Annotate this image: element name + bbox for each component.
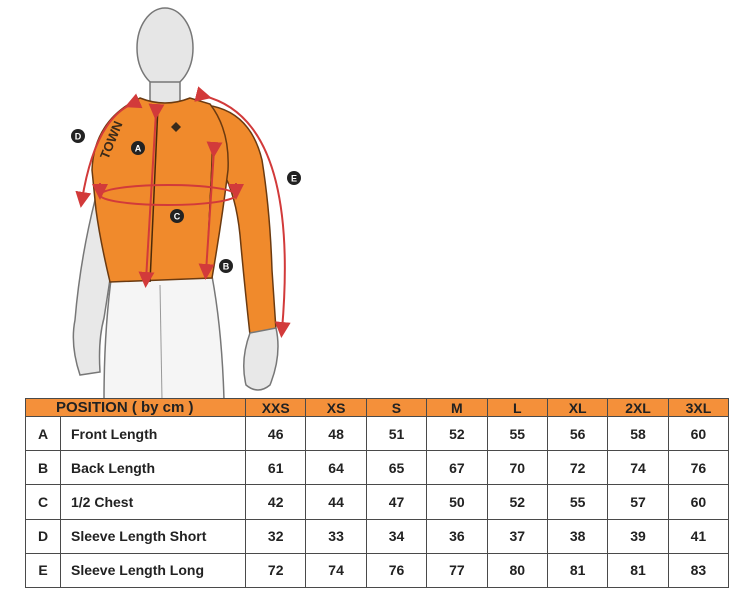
value-cell: 83	[667, 552, 730, 589]
value-cell: 33	[305, 518, 367, 554]
value-cell: 56	[546, 415, 609, 452]
value-cell: 72	[546, 450, 609, 486]
table-row: B Back Length 61 64 65 67 70 72 74 76	[25, 450, 730, 486]
table-row: E Sleeve Length Long 72 74 76 77 80 81 8…	[25, 552, 730, 589]
value-cell: 55	[546, 484, 609, 520]
svg-text:D: D	[75, 132, 82, 142]
row-letter: D	[25, 518, 61, 554]
value-cell: 60	[667, 415, 730, 452]
value-cell: 39	[607, 518, 669, 554]
value-cell: 67	[426, 450, 488, 486]
value-cell: 52	[426, 415, 488, 452]
svg-text:E: E	[291, 174, 297, 184]
value-cell: 41	[667, 518, 730, 554]
value-cell: 74	[607, 450, 669, 486]
value-cell: 58	[607, 415, 669, 452]
value-cell: 80	[486, 552, 548, 589]
svg-text:A: A	[135, 144, 142, 154]
table-row: D Sleeve Length Short 32 33 34 36 37 38 …	[25, 518, 730, 554]
value-cell: 65	[365, 450, 428, 486]
size-header: XXS	[244, 398, 307, 417]
value-cell: 50	[426, 484, 488, 520]
value-cell: 72	[244, 552, 307, 589]
measurement-arrows	[75, 86, 291, 338]
marker-b: B	[219, 259, 233, 273]
row-name: Sleeve Length Short	[60, 518, 246, 554]
size-header: XL	[546, 398, 609, 417]
value-cell: 60	[667, 484, 730, 520]
value-cell: 57	[607, 484, 669, 520]
value-cell: 76	[667, 450, 730, 486]
row-letter: C	[25, 484, 61, 520]
value-cell: 81	[546, 552, 609, 589]
value-cell: 47	[365, 484, 428, 520]
value-cell: 52	[486, 484, 548, 520]
row-name: Front Length	[60, 415, 246, 452]
size-header: 2XL	[607, 398, 669, 417]
value-cell: 32	[244, 518, 307, 554]
value-cell: 42	[244, 484, 307, 520]
jersey-figure-illustration: TOWN D A C	[71, 7, 301, 400]
svg-text:C: C	[174, 212, 181, 222]
value-cell: 81	[607, 552, 669, 589]
mannequin-pants	[103, 271, 225, 400]
size-header: M	[426, 398, 488, 417]
marker-e: E	[287, 171, 301, 185]
value-cell: 44	[305, 484, 367, 520]
row-name: Back Length	[60, 450, 246, 486]
row-name: 1/2 Chest	[60, 484, 246, 520]
row-letter: E	[25, 552, 61, 589]
value-cell: 74	[305, 552, 367, 589]
size-header: XS	[305, 398, 367, 417]
value-cell: 36	[426, 518, 488, 554]
size-header: L	[486, 398, 548, 417]
value-cell: 46	[244, 415, 307, 452]
size-header-row: POSITION ( by cm ) XXS XS S M L XL 2XL 3…	[25, 398, 730, 417]
marker-a: A	[131, 141, 145, 155]
value-cell: 61	[244, 450, 307, 486]
size-chart-table: POSITION ( by cm ) XXS XS S M L XL 2XL 3…	[25, 398, 730, 589]
table-row: A Front Length 46 48 51 52 55 56 58 60	[25, 415, 730, 452]
table-row: C 1/2 Chest 42 44 47 50 52 55 57 60	[25, 484, 730, 520]
marker-d: D	[71, 129, 85, 143]
size-header: 3XL	[667, 398, 730, 417]
value-cell: 64	[305, 450, 367, 486]
value-cell: 48	[305, 415, 367, 452]
size-header: S	[365, 398, 428, 417]
mannequin-head	[136, 7, 194, 107]
value-cell: 37	[486, 518, 548, 554]
value-cell: 38	[546, 518, 609, 554]
value-cell: 34	[365, 518, 428, 554]
row-letter: B	[25, 450, 61, 486]
svg-text:B: B	[223, 262, 230, 272]
position-header: POSITION ( by cm )	[25, 398, 246, 417]
value-cell: 77	[426, 552, 488, 589]
marker-c: C	[170, 209, 184, 223]
measurement-figure: TOWN D A C	[71, 7, 301, 400]
value-cell: 55	[486, 415, 548, 452]
row-name: Sleeve Length Long	[60, 552, 246, 589]
value-cell: 51	[365, 415, 428, 452]
value-cell: 76	[365, 552, 428, 589]
value-cell: 70	[486, 450, 548, 486]
row-letter: A	[25, 415, 61, 452]
